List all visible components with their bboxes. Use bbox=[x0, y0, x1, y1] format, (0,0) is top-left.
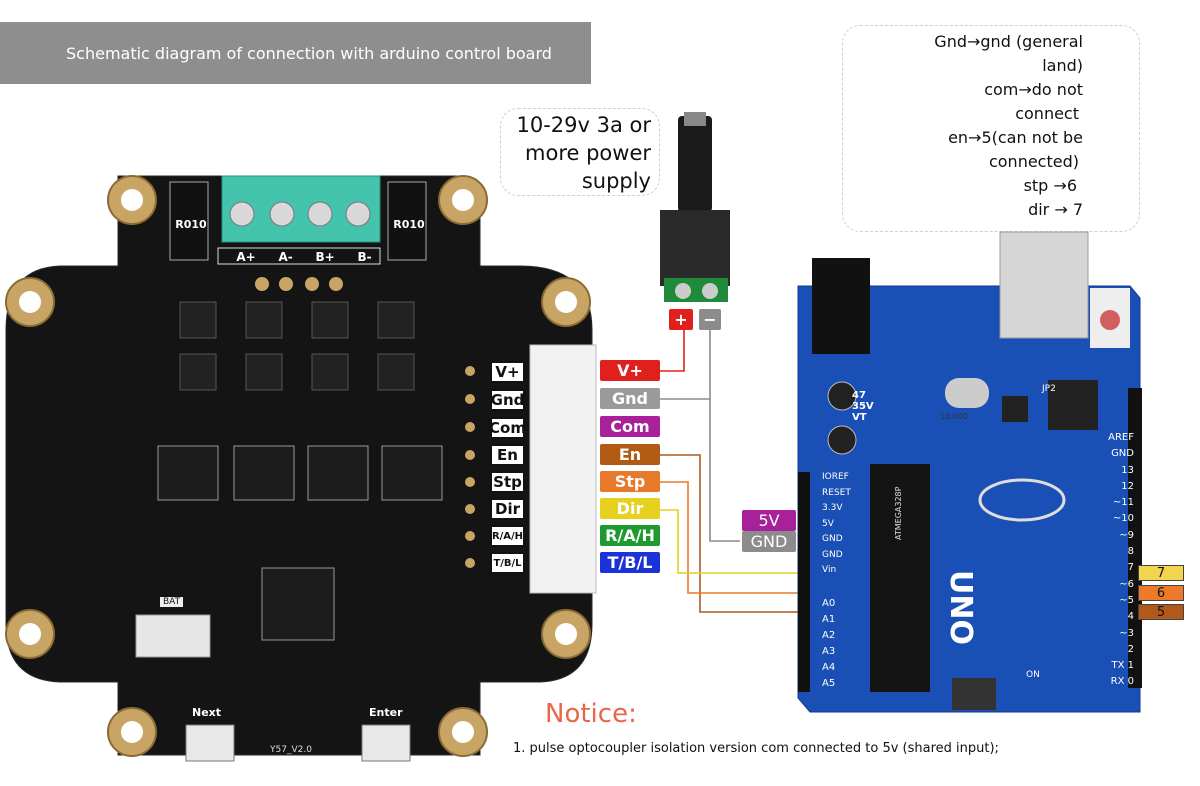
pin-tx1: TX 1 bbox=[1111, 660, 1135, 672]
jp2-label: JP2 bbox=[1042, 384, 1056, 394]
pin-ioref: IOREF bbox=[822, 472, 849, 482]
next-button-label: Next bbox=[192, 706, 222, 719]
pin-10: ~10 bbox=[1112, 513, 1134, 525]
arduino-gnd-label: GND bbox=[742, 531, 796, 552]
pin-rx0: RX 0 bbox=[1110, 676, 1134, 688]
power-supply-line-2: more power bbox=[525, 141, 651, 165]
arduino-pin-tag-7: 7 bbox=[1138, 565, 1184, 581]
jack-plus-terminal: + bbox=[669, 309, 693, 330]
on-label: ON bbox=[1026, 670, 1040, 680]
capacitor-line-1: 47 bbox=[852, 390, 866, 401]
wire-label-tbl: T/B/L bbox=[600, 552, 660, 573]
pin-note-line: connected) bbox=[988, 152, 1079, 171]
pin-note-line: land) bbox=[1042, 56, 1083, 75]
header-pin-en: En bbox=[490, 444, 525, 466]
pin-vin: Vin bbox=[822, 565, 837, 575]
resistor-label-right: R010 bbox=[393, 218, 425, 231]
capacitor-line-2: 35V bbox=[852, 401, 874, 412]
capacitor-line-3: VT bbox=[852, 412, 867, 423]
pin-gnd-2: GND bbox=[822, 549, 843, 560]
pin-note-line: com→do not bbox=[984, 80, 1083, 99]
header-pin-rah: R/A/H bbox=[490, 525, 525, 547]
arduino-logo: UNO bbox=[943, 570, 978, 645]
diagram-title: Schematic diagram of connection with ard… bbox=[0, 22, 591, 84]
crystal-label: 16.000 bbox=[940, 412, 968, 421]
pin-13: 13 bbox=[1121, 464, 1134, 476]
pin-2: 2 bbox=[1127, 643, 1134, 655]
chip-label: ATMEGA328P bbox=[894, 486, 903, 540]
pin-a5: A5 bbox=[822, 678, 836, 689]
arduino-board bbox=[797, 231, 1142, 713]
terminal-a-minus: A- bbox=[278, 250, 293, 264]
pin-7: 7 bbox=[1127, 562, 1134, 574]
pin-5: ~5 bbox=[1119, 594, 1134, 606]
header-pin-com: Com bbox=[489, 417, 526, 439]
pin-gnd-d: GND bbox=[1111, 448, 1134, 460]
power-supply-note: 10-29v 3a or more power supply bbox=[500, 108, 660, 196]
header-pin-tbl: T/B/L bbox=[490, 552, 525, 574]
pin-a2: A2 bbox=[822, 630, 836, 641]
pin-11: ~11 bbox=[1112, 497, 1134, 509]
wire-label-stp: Stp bbox=[600, 471, 660, 492]
resistor-label-left: R010 bbox=[175, 218, 207, 231]
dc-jack bbox=[660, 112, 730, 302]
pin-note-line: en→5(can not be bbox=[948, 128, 1083, 147]
notice-title: Notice: bbox=[545, 699, 637, 729]
arduino-pin-tag-5: 5 bbox=[1138, 604, 1184, 620]
pin-gnd-1: GND bbox=[822, 534, 843, 544]
wire-label-dir: Dir bbox=[600, 498, 660, 519]
terminal-b-plus: B+ bbox=[315, 250, 335, 264]
header-pin-v-plus: V+ bbox=[490, 361, 525, 383]
pin-5v: 5V bbox=[822, 518, 834, 529]
pin-a0: A0 bbox=[822, 598, 836, 609]
power-supply-line-3: supply bbox=[581, 169, 651, 193]
pin-aref: AREF bbox=[1108, 432, 1134, 443]
wire-label-v-plus: V+ bbox=[600, 360, 660, 381]
battery-label: BAT bbox=[160, 597, 184, 607]
jack-minus-terminal: − bbox=[699, 309, 721, 330]
enter-button-label: Enter bbox=[369, 706, 403, 719]
arduino-left-pins: IOREF RESET 3.3V 5V GND GND Vin bbox=[822, 470, 851, 579]
pin-note-line: dir → 7 bbox=[1028, 200, 1083, 219]
arduino-pin-tag-6: 6 bbox=[1138, 585, 1184, 601]
pin-note-line: Gnd→gnd (general bbox=[934, 32, 1083, 51]
pin-a1: A1 bbox=[822, 614, 836, 625]
arduino-5v-label: 5V bbox=[742, 510, 796, 531]
capacitor-label: 47 35V VT bbox=[852, 390, 874, 423]
pin-note-line: connect bbox=[1015, 104, 1079, 123]
terminal-a-plus: A+ bbox=[236, 250, 256, 264]
motor-terminal-labels: A+ A- B+ B- bbox=[225, 250, 383, 264]
power-supply-line-1: 10-29v 3a or bbox=[516, 113, 651, 137]
wire-label-rah: R/A/H bbox=[600, 525, 660, 546]
header-pin-dir: Dir bbox=[490, 498, 525, 520]
pin-4: 4 bbox=[1127, 611, 1134, 623]
pin-6: ~6 bbox=[1119, 578, 1134, 590]
pin-note-line: stp →6 bbox=[1023, 176, 1077, 195]
header-pin-gnd: Gnd bbox=[490, 389, 525, 411]
arduino-analog-pins: A0 A1 A2 A3 A4 A5 bbox=[822, 596, 835, 692]
pin-a4: A4 bbox=[822, 662, 836, 673]
pin-3v3: 3.3V bbox=[822, 503, 843, 513]
wire-label-gnd: Gnd bbox=[600, 388, 660, 409]
pin-reset: RESET bbox=[822, 487, 851, 498]
board-version: Y57_V2.0 bbox=[270, 745, 312, 755]
driver-board bbox=[5, 175, 597, 762]
terminal-b-minus: B- bbox=[357, 250, 372, 264]
wire-label-en: En bbox=[600, 444, 660, 465]
pin-9: ~9 bbox=[1119, 529, 1134, 541]
pin-notes: Gnd→gnd (general land) com→do not connec… bbox=[842, 25, 1140, 232]
arduino-digital-pins: AREF GND 13 12 ~11 ~10 ~9 8 7 ~6 ~5 4 ~3… bbox=[1088, 430, 1134, 691]
pin-a3: A3 bbox=[822, 646, 836, 657]
pin-12: 12 bbox=[1121, 480, 1134, 492]
notice-line-1: 1. pulse optocoupler isolation version c… bbox=[513, 741, 999, 756]
header-pin-stp: Stp bbox=[490, 471, 525, 493]
wire-label-com: Com bbox=[600, 416, 660, 437]
pin-8: 8 bbox=[1127, 546, 1134, 558]
pin-3: ~3 bbox=[1119, 627, 1134, 639]
